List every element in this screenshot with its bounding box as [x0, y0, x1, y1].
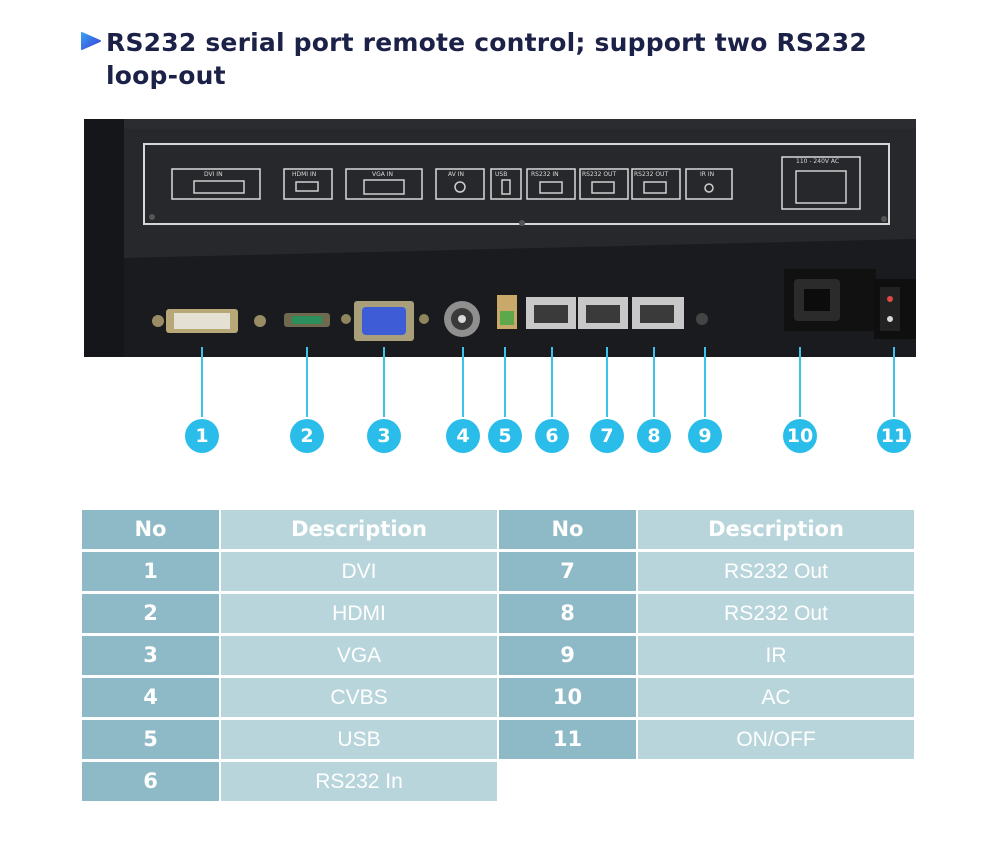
vga-port: [341, 301, 429, 341]
row-no: 10: [499, 678, 636, 717]
row-description: CVBS: [221, 678, 497, 717]
callout-badge: 6: [535, 419, 569, 453]
row-description: RS232 Out: [638, 594, 914, 633]
callout-badge: 11: [877, 419, 911, 453]
leader-line: [462, 347, 464, 417]
title-line-1: RS232 serial port remote control; suppor…: [106, 28, 867, 57]
row-no: 4: [82, 678, 219, 717]
leader-line: [606, 347, 608, 417]
header-no: No: [499, 510, 636, 549]
callout-badge: 9: [688, 419, 722, 453]
dvi-port: [152, 309, 266, 333]
play-bullet-icon: [81, 32, 101, 50]
leader-line: [893, 347, 895, 417]
page-title: RS232 serial port remote control; suppor…: [106, 26, 867, 92]
row-no: 5: [82, 720, 219, 759]
row-no: 1: [82, 552, 219, 591]
title-line-2: loop-out: [106, 61, 226, 90]
leader-line: [201, 347, 203, 417]
leader-line: [704, 347, 706, 417]
leader-line: [306, 347, 308, 417]
row-no: 9: [499, 636, 636, 675]
panel-label: DVI IN: [204, 171, 223, 178]
callout-badge: 5: [488, 419, 522, 453]
panel-label: HDMI IN: [292, 171, 316, 178]
panel-label: RS232 IN: [531, 171, 559, 178]
callout-badge: 2: [290, 419, 324, 453]
row-description: USB: [221, 720, 497, 759]
callout-badge: 8: [637, 419, 671, 453]
ac-inlet: [784, 269, 876, 331]
panel-label: RS232 OUT: [634, 171, 668, 178]
callout-badge: 10: [783, 419, 817, 453]
rj45-ports: [526, 297, 684, 329]
leader-line: [799, 347, 801, 417]
row-description: DVI: [221, 552, 497, 591]
callout-badge: 4: [446, 419, 480, 453]
leader-line: [551, 347, 553, 417]
panel-label: IR IN: [700, 171, 714, 178]
leader-line: [504, 347, 506, 417]
row-description: HDMI: [221, 594, 497, 633]
header-description: Description: [221, 510, 497, 549]
row-description: ON/OFF: [638, 720, 914, 759]
leader-line: [653, 347, 655, 417]
row-no: 2: [82, 594, 219, 633]
callout-badge: 3: [367, 419, 401, 453]
bnc-port: [444, 301, 480, 337]
panel-label: USB: [495, 171, 507, 178]
row-no: 11: [499, 720, 636, 759]
row-no: 6: [82, 762, 219, 801]
usb-port: [497, 295, 517, 329]
row-no: 7: [499, 552, 636, 591]
callout-badge: 7: [590, 419, 624, 453]
rear-panel-photo: DVI IN HDMI IN VGA IN AV IN USB RS232 IN…: [84, 119, 916, 357]
leader-line: [383, 347, 385, 417]
panel-label: 110 - 240V AC: [796, 158, 839, 165]
row-description: AC: [638, 678, 914, 717]
row-description: RS232 In: [221, 762, 497, 801]
panel-label: VGA IN: [372, 171, 393, 178]
panel-label: RS232 OUT: [582, 171, 616, 178]
callout-badge: 1: [185, 419, 219, 453]
header-description: Description: [638, 510, 914, 549]
row-description: VGA: [221, 636, 497, 675]
row-description: RS232 Out: [638, 552, 914, 591]
power-switch: [874, 279, 916, 339]
row-no: 8: [499, 594, 636, 633]
ir-port: [696, 313, 708, 325]
row-no: 3: [82, 636, 219, 675]
panel-label: AV IN: [448, 171, 464, 178]
header-no: No: [82, 510, 219, 549]
hdmi-port: [284, 313, 330, 327]
row-description: IR: [638, 636, 914, 675]
